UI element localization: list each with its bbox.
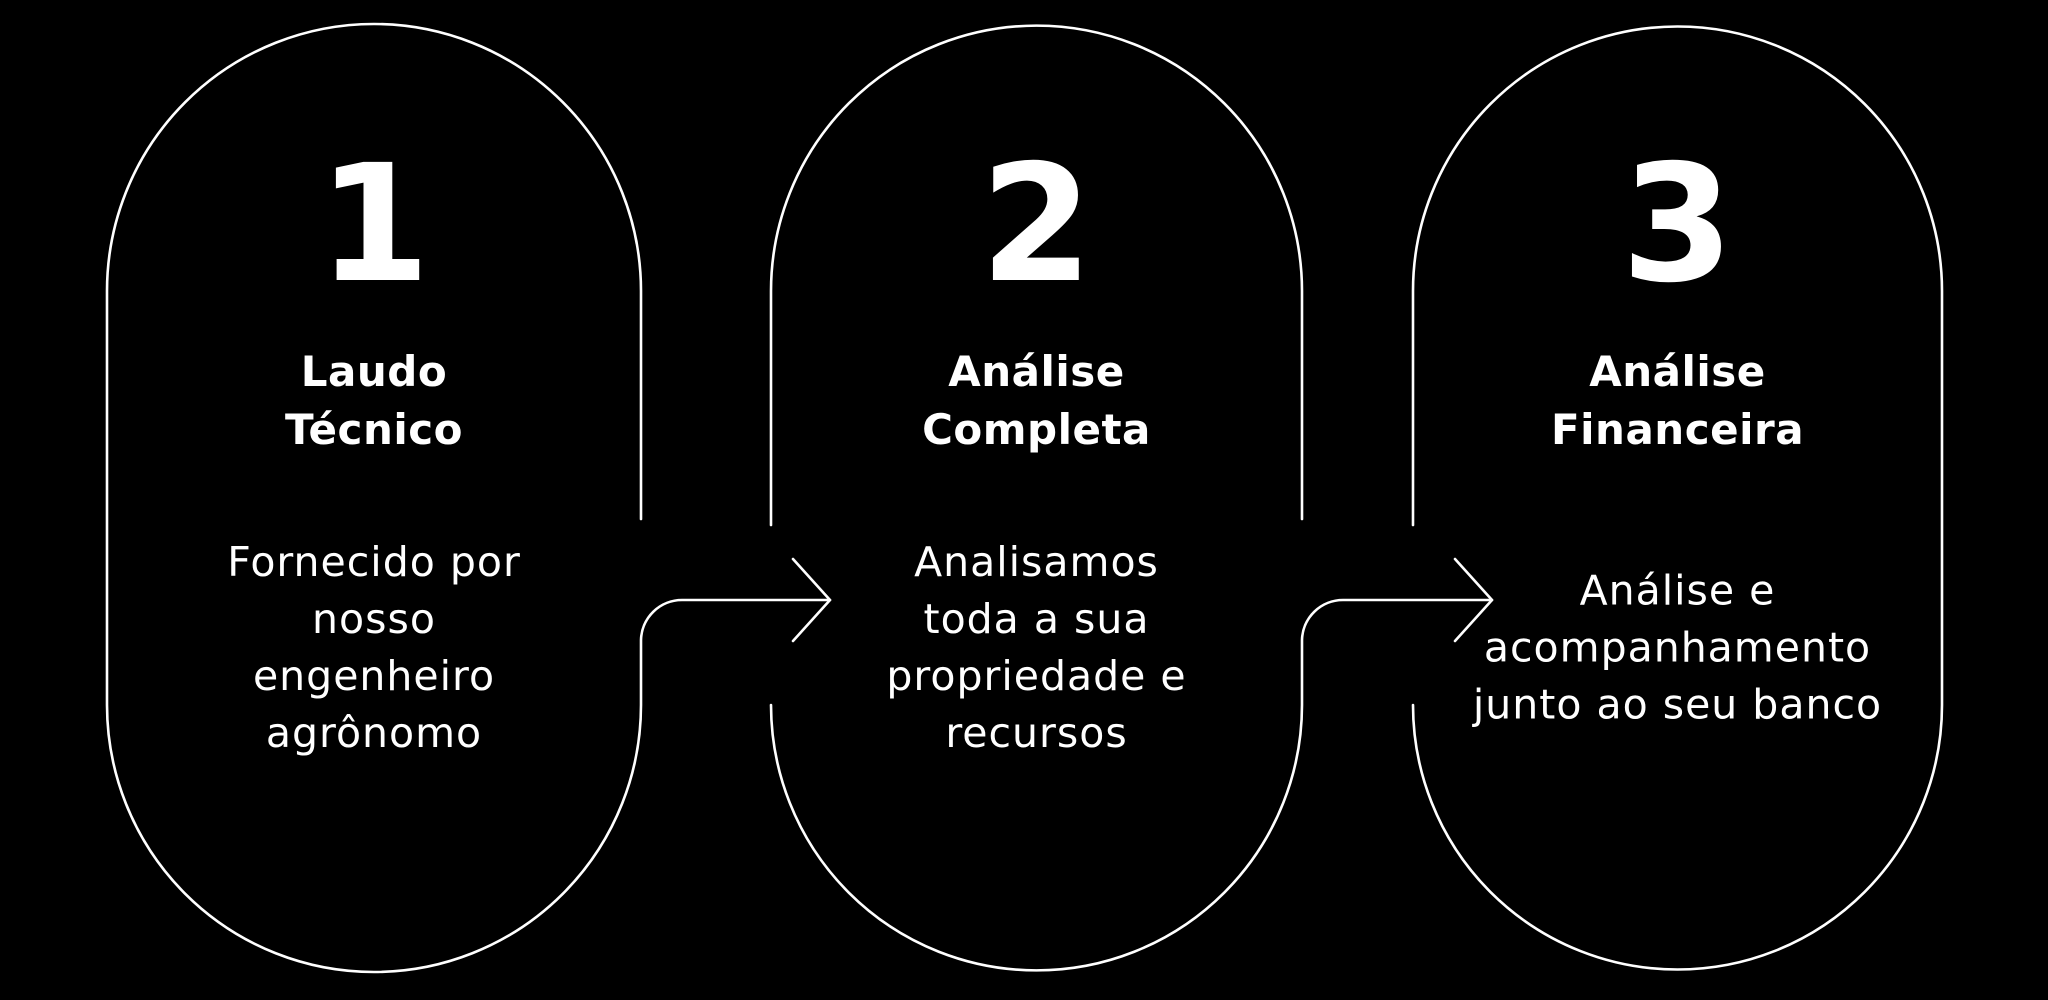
step-card-1: 1 Laudo Técnico Fornecido por nosso enge… — [107, 0, 641, 1000]
step-card-3: 3 Análise Financeira Análise e acompanha… — [1413, 0, 1942, 1000]
step-3-description: Análise e acompanhamento junto ao seu ba… — [1472, 566, 1883, 729]
step-1-number: 1 — [317, 131, 431, 319]
step-3-outline — [1411, 25, 1944, 971]
step-2-title: Análise Completa — [922, 347, 1151, 454]
step-1-title: Laudo Técnico — [284, 347, 463, 454]
step-3-number: 3 — [1621, 131, 1734, 319]
step-1-outline — [105, 22, 832, 974]
step-3-title: Análise Financeira — [1550, 347, 1805, 454]
step-2-outline — [769, 24, 1494, 972]
step-2-number: 2 — [980, 131, 1093, 319]
arrow-1-head-icon — [791, 557, 832, 643]
arrow-2-head-icon — [1453, 557, 1494, 643]
step-card-2: 2 Análise Completa Analisamos toda a sua… — [771, 0, 1302, 1000]
step-2-description: Analisamos toda a sua propriedade e recu… — [886, 538, 1187, 757]
step-1-description: Fornecido por nosso engenheiro agrônomo — [227, 538, 521, 757]
